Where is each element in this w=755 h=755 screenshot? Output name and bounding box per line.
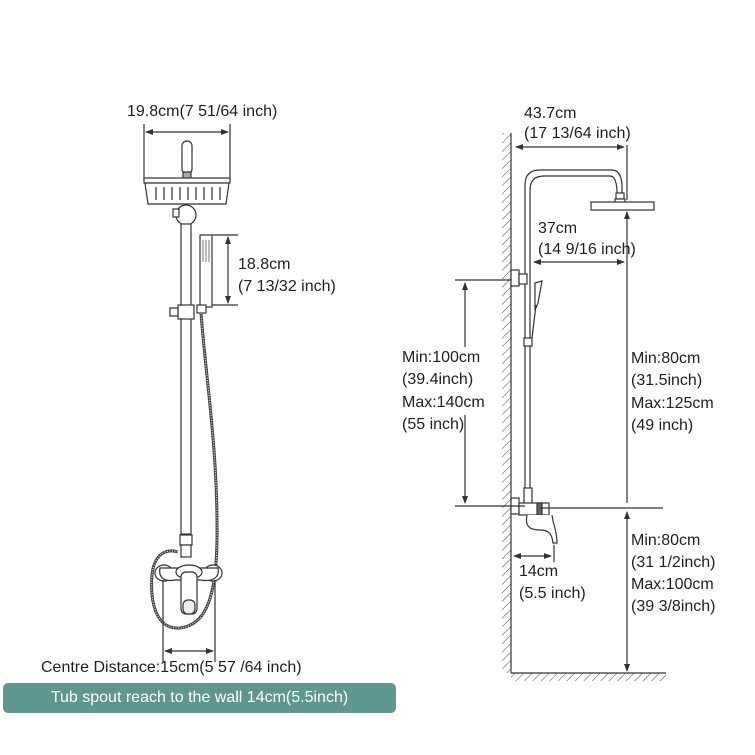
mixer-height-max-cm: Max:100cm [631,576,714,593]
bracket-height-min-in: (39.4inch) [402,369,474,392]
mixer-height-max-in: (39 3/8inch) [631,598,716,615]
handshower-length-cm-label: 18.8cm [238,256,291,273]
riser-height-min-in: (31.5inch) [631,372,703,389]
centre-distance-label: Centre Distance:15cm(5 57 /64 inch) [41,659,302,676]
spout-reach-cm-label: 14cm [519,563,559,580]
riser-height-min-cm: Min:80cm [631,350,701,367]
mixer-height-min-in: (31 1/2inch) [631,554,716,571]
arm-reach-in-label: (17 13/64 inch) [524,125,631,142]
arm-reach-cm-label: 43.7cm [524,105,577,122]
handshower-length-in-label: (7 13/32 inch) [238,278,336,295]
bracket-height-min-cm: Min:100cm [402,347,481,370]
mixer-height-min-cm: Min:80cm [631,532,701,549]
bracket-height-max-cm: Max:140cm [402,392,485,415]
spout-reach-banner: Tub spout reach to the wall 14cm(5.5inch… [3,683,396,713]
front-view [143,124,238,662]
head-width-label: 19.8cm(7 51/64 inch) [127,103,278,120]
head-offset-cm-label: 37cm [538,220,578,237]
riser-height-max-in: (49 inch) [631,417,694,434]
side-view [455,133,666,681]
bracket-height-max-in: (55 inch) [402,414,465,437]
riser-height-max-cm: Max:125cm [631,395,714,412]
spout-reach-in-label: (5.5 inch) [519,585,586,602]
head-offset-in-label: (14 9/16 inch) [538,241,636,258]
